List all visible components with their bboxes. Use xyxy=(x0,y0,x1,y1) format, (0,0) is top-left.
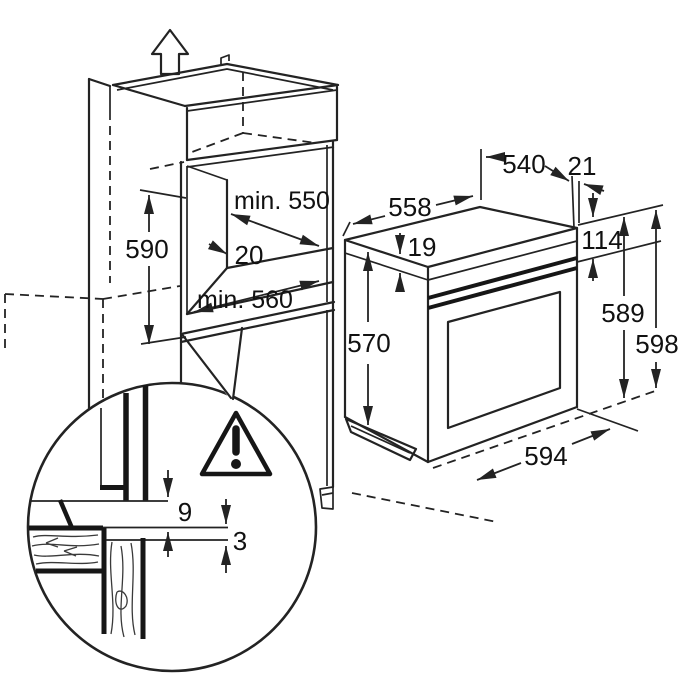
dim-control-panel-height: 114 xyxy=(581,193,623,281)
dim-side-height: 570 xyxy=(347,252,391,425)
dim-rear-clearance: 20 xyxy=(207,240,264,270)
dim-label-540: 540 xyxy=(502,149,545,179)
wood-grain-lower xyxy=(109,541,136,638)
dim-front-width: 594 xyxy=(476,408,639,481)
detail-section: 9 3 xyxy=(29,385,273,639)
dim-label-598: 598 xyxy=(635,329,678,359)
dim-top-frame: 19 xyxy=(395,232,437,292)
dim-lower-gap: 3 xyxy=(221,499,247,573)
dim-niche-height: 590 xyxy=(125,189,187,345)
oven-door-window xyxy=(446,290,562,430)
detail-circle xyxy=(26,326,318,673)
oven-dimensions: 558 540 21 19 114 589 xyxy=(342,149,679,481)
dim-label-590: 590 xyxy=(125,234,168,264)
dim-label-19: 19 xyxy=(408,232,437,262)
dim-label-21: 21 xyxy=(568,151,597,181)
dim-label-20: 20 xyxy=(235,240,264,270)
warning-triangle-icon xyxy=(199,410,273,477)
dim-label-594: 594 xyxy=(524,441,567,471)
wood-grain-left xyxy=(31,534,100,565)
dim-niche-depth: min. 550 xyxy=(230,187,330,247)
oven-drawing xyxy=(343,205,659,523)
dim-label-114: 114 xyxy=(581,225,622,255)
dim-body-depth: 540 xyxy=(486,149,570,182)
up-arrow-icon xyxy=(150,28,190,76)
cabinet-foot xyxy=(319,486,334,510)
dim-label-9: 9 xyxy=(178,497,192,527)
dim-label-min560: min. 560 xyxy=(197,286,293,314)
dim-door-overhang: 21 xyxy=(568,151,605,195)
dim-label-558: 558 xyxy=(388,192,431,222)
dim-niche-width: min. 560 xyxy=(193,280,320,314)
cabinet-dimensions: 590 min. 550 20 min. 560 xyxy=(125,187,330,345)
dim-total-height: 598 xyxy=(635,210,679,388)
callout-tail xyxy=(181,326,243,402)
exclamation-dot xyxy=(231,459,241,469)
oven-toe-kick xyxy=(344,417,418,462)
dim-upper-gap: 9 xyxy=(163,470,192,557)
dim-height-to-frame: 589 xyxy=(601,217,645,398)
dim-body-width: 558 xyxy=(342,192,474,237)
dim-label-3: 3 xyxy=(233,526,247,556)
dim-label-min550: min. 550 xyxy=(234,187,330,215)
dim-label-570: 570 xyxy=(347,328,390,358)
dim-label-589: 589 xyxy=(601,298,644,328)
